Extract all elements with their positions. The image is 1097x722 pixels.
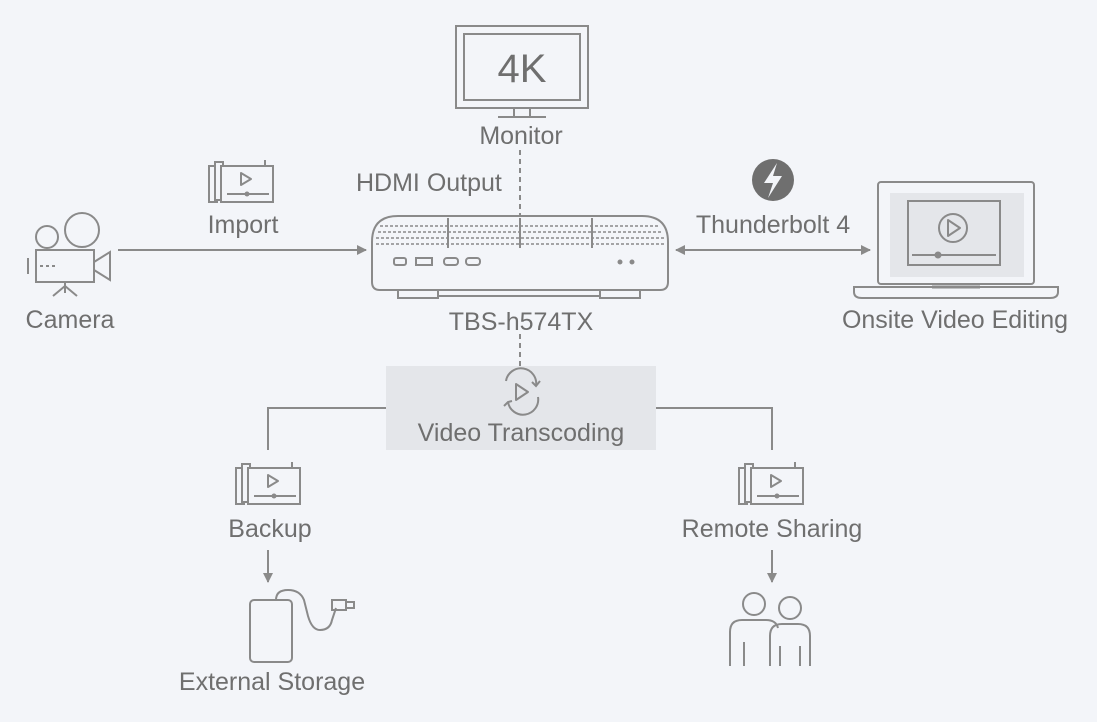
camera-icon bbox=[27, 212, 111, 297]
transcoding-icon bbox=[503, 367, 541, 416]
connector-lines bbox=[118, 150, 871, 583]
thunderbolt-label: Thunderbolt 4 bbox=[695, 211, 851, 239]
backup-label: Backup bbox=[228, 515, 312, 543]
remote-file-icon bbox=[738, 461, 804, 505]
external-storage-icon bbox=[249, 588, 355, 663]
nas-label: TBS-h574TX bbox=[448, 308, 594, 336]
import-file-icon bbox=[208, 159, 274, 203]
camera-label: Camera bbox=[25, 306, 115, 334]
hdmi-output-label: HDMI Output bbox=[356, 169, 502, 197]
transcoding-label: Video Transcoding bbox=[417, 419, 625, 447]
external-storage-label: External Storage bbox=[178, 668, 366, 696]
users-icon bbox=[729, 592, 811, 666]
laptop-label: Onsite Video Editing bbox=[841, 306, 1069, 334]
remote-sharing-label: Remote Sharing bbox=[681, 515, 863, 543]
backup-file-icon bbox=[235, 461, 301, 505]
monitor-label: Monitor bbox=[479, 122, 563, 150]
laptop-icon bbox=[853, 181, 1059, 299]
video-transcoding-box bbox=[386, 366, 656, 450]
nas-device-icon bbox=[371, 215, 669, 299]
import-label: Import bbox=[207, 211, 279, 239]
thunderbolt-icon bbox=[752, 159, 794, 201]
monitor-icon bbox=[455, 25, 589, 118]
monitor-screen-text: 4K bbox=[498, 47, 547, 91]
